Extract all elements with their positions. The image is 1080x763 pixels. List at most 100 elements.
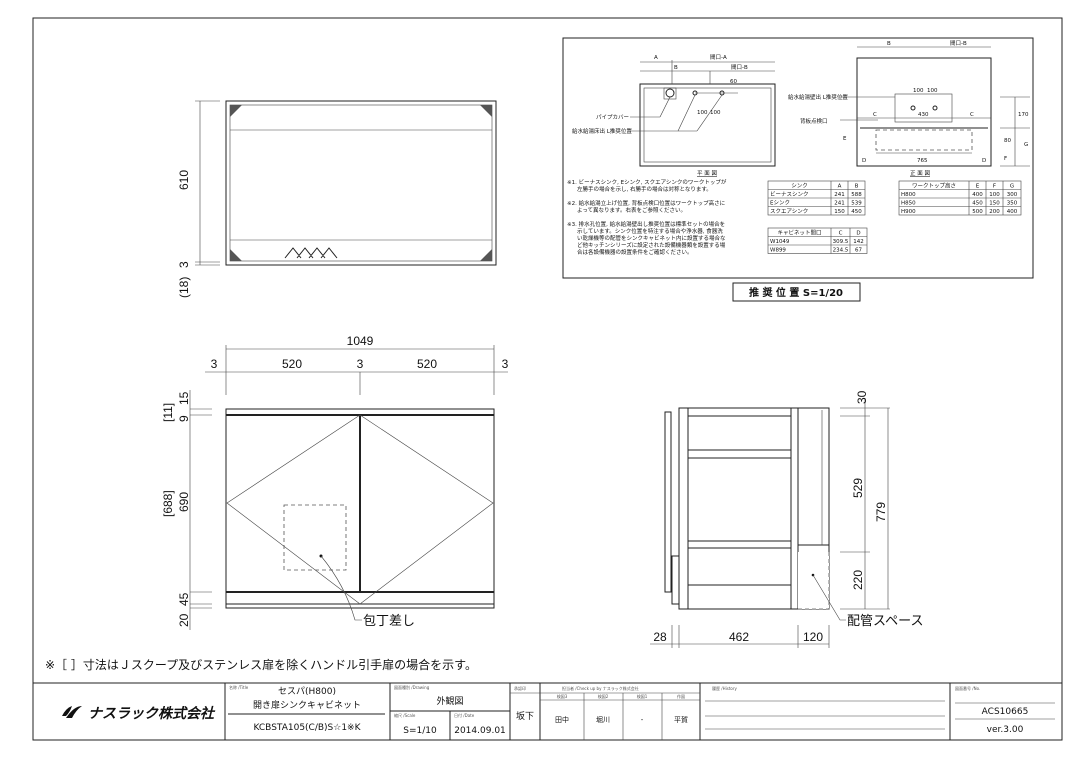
plan-label-opening-a: 間口-A (710, 54, 727, 61)
note-line: ※2. 給水給湯立上げ位置, 背板点検口位置はワークトップ高さに (567, 199, 725, 207)
table-header: F (993, 183, 996, 189)
dim-center-gap: 3 (357, 357, 364, 371)
footnote: ※［ ］寸法はＪスクープ及びステンレス扉を除くハンドル引手扉の場合を示す。 (45, 657, 477, 672)
table-cell: 200 (989, 209, 1000, 215)
table-header: シンク (791, 182, 808, 189)
table-cell: 400 (1007, 209, 1018, 215)
drawing-border (32, 17, 1063, 741)
elev-label-e: E (843, 136, 847, 142)
table-cell: 450 (851, 209, 862, 215)
plan-label-60: 60 (730, 79, 737, 85)
recommended-position-panel: A 間口-A B 間口-B 60 100 100 パイプカバー 給水給湯床出 L… (562, 37, 1034, 279)
title-label: 名称 /Title (229, 684, 249, 690)
number-label: 図面番号 /No. (955, 685, 980, 691)
dim-space-120: 120 (803, 630, 823, 644)
checker-col-label: 検図3 (557, 693, 568, 699)
dim-kick-45: 45 (177, 592, 191, 606)
approver-label: 承認印 (514, 685, 526, 691)
elev-label-b: B (887, 41, 891, 47)
checker-col-label: 検図2 (598, 693, 609, 699)
dim-total-width: 1049 (347, 334, 374, 348)
notes: ※1. ビーナスシンク, Eシンク, スクエアシンクのワークトップが左勝手の場合… (567, 178, 727, 256)
elev-label-100a: 100 (913, 88, 924, 94)
table-cell: 150 (834, 209, 845, 215)
piping-space-label: 配管スペース (847, 614, 923, 629)
dim-door-28: 28 (653, 630, 667, 644)
table-cell: 450 (972, 200, 983, 206)
elev-label-d2: D (982, 158, 986, 164)
elev-label-d1: D (862, 158, 866, 164)
table-cell: 309.5 (833, 239, 849, 245)
plan-label-floor-outlet: 給水給湯床出 L推奨位置 (572, 127, 632, 135)
dim-door-right: 520 (417, 357, 437, 371)
table-header: B (855, 183, 859, 189)
table-cell: 241 (834, 192, 845, 198)
dim-left-gap: 3 (211, 357, 218, 371)
version: ver.3.00 (987, 725, 1024, 735)
elev-label-765: 765 (917, 158, 928, 164)
dim-depth-462: 462 (729, 630, 749, 644)
table-cell: 588 (851, 192, 862, 198)
top-view: 610 3 (18) (177, 100, 497, 298)
table-header: ワークトップ高さ (912, 181, 956, 189)
dim-bracket: (18) (177, 277, 191, 298)
recommended-caption: 推 奨 位 置 S=1/20 (749, 286, 843, 299)
table-header: G (1010, 183, 1014, 189)
elev-label-430: 430 (918, 112, 929, 118)
model-number: KCBSTA105(C/B)S☆1※K (253, 723, 361, 733)
dim-top-15: 15 (177, 391, 191, 405)
plan-label-a: A (654, 55, 658, 61)
plan-label-100a: 100 (697, 110, 708, 116)
drawing-label: 図面種別 /Drawing (394, 684, 430, 690)
table-cell: 400 (972, 192, 983, 198)
table-cell: H800 (901, 192, 916, 198)
plan-subview: A 間口-A B 間口-B 60 100 100 パイプカバー 給水給湯床出 L… (572, 54, 776, 177)
drawing-type: 外観図 (436, 695, 463, 707)
table-cell: 142 (853, 239, 864, 245)
history-label: 履歴 /History (712, 685, 737, 691)
dim-right-gap: 3 (502, 357, 509, 371)
date-value: 2014.09.01 (454, 726, 506, 736)
dim-height: 610 (177, 170, 191, 190)
date-label: 日付 /Date (454, 712, 475, 718)
table-frame (767, 227, 868, 254)
plan-label-pipe-cover: パイプカバー (596, 114, 629, 121)
drawing-number: ACS10665 (982, 707, 1029, 717)
table-cell: 100 (989, 192, 1000, 198)
table-cell: 350 (1007, 200, 1018, 206)
table-cell: 241 (834, 200, 845, 206)
dim-bottom-20: 20 (177, 613, 191, 627)
elev-title: 正 面 図 (910, 170, 930, 177)
table-header: A (838, 183, 842, 189)
plan-title: 平 面 図 (697, 170, 717, 177)
note-line: 合は各設備機器の設置条件をご確認ください。 (577, 248, 693, 256)
elev-label-c1: C (873, 112, 877, 118)
elev-label-c2: C (970, 112, 974, 118)
note-line: い乾燥機等の配管をシンクキャビネット内に設置する場合な (577, 234, 726, 242)
checker-name: 堀川 (596, 715, 610, 724)
title-block: ナスラック株式会社 名称 /Title セスパ(H800) 開き扉シンクキャビネ… (32, 682, 1063, 741)
dim-total-779: 779 (874, 502, 888, 522)
title-line2: 開き扉シンクキャビネット (253, 699, 361, 711)
caption-box (732, 282, 861, 302)
dim-upper-529: 529 (851, 478, 865, 498)
plan-label-b: B (674, 65, 678, 71)
elev-label-opening-b: 間口-B (950, 40, 967, 47)
note-line: 左勝手の場合を示し, 右勝手の場合は対称となります。 (577, 185, 712, 193)
note-line: よって異なります。右表をご参照ください。 (577, 206, 686, 214)
dim-lower-220: 220 (851, 570, 865, 590)
table-cell: W899 (770, 247, 786, 253)
table-header: E (976, 183, 980, 189)
elev-label-100b: 100 (927, 88, 938, 94)
table-cell: 150 (989, 200, 1000, 206)
note-line: ど他キッチンシリーズに設定された設備機器類を設置する場 (577, 241, 726, 249)
dim-door-left: 520 (282, 357, 302, 371)
scale-value: S=1/10 (403, 726, 437, 736)
table-cell: H900 (901, 209, 916, 215)
table-cell: ビーナスシンク (770, 190, 809, 198)
front-view: 1049 3 520 3 520 3 包丁差し 15 9 [11] 690 [6… (161, 334, 509, 630)
table-cell: 539 (851, 200, 862, 206)
